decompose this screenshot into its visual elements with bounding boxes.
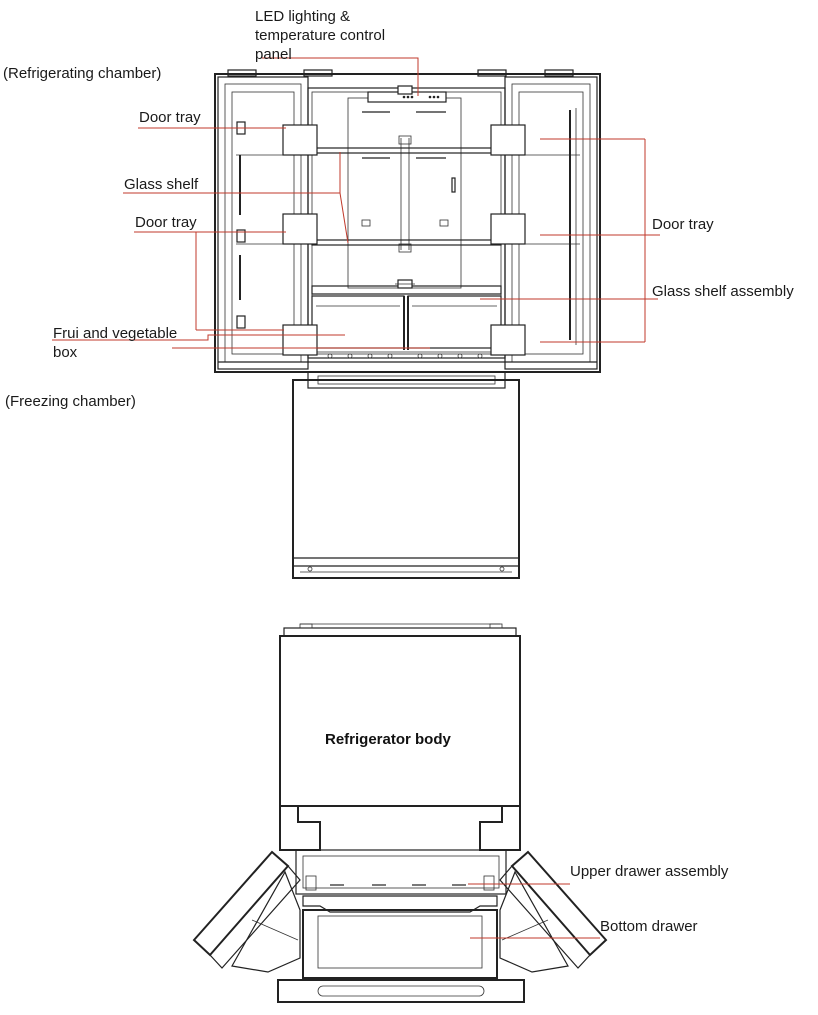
- leader-lines: [52, 57, 660, 939]
- label-refrigerator-body: Refrigerator body: [325, 731, 452, 748]
- label-led-panel-line1: LED lighting &: [255, 8, 350, 25]
- label-glass-shelf-assembly: Glass shelf assembly: [652, 283, 794, 300]
- label-led-panel-line2: temperature control: [255, 27, 385, 44]
- label-door-tray-left-middle: Door tray: [135, 214, 197, 231]
- label-refrigerating-chamber: (Refrigerating chamber): [3, 65, 161, 82]
- label-door-tray-left-top: Door tray: [139, 109, 201, 126]
- label-upper-drawer-assembly: Upper drawer assembly: [570, 863, 729, 880]
- label-fruit-vegetable-box-line2: box: [53, 344, 78, 361]
- label-glass-shelf: Glass shelf: [124, 176, 199, 193]
- label-led-panel-line3: panel: [255, 46, 292, 63]
- refrigerator-front-view: [214, 69, 601, 579]
- label-fruit-vegetable-box-line1: Frui and vegetable: [53, 325, 177, 342]
- label-door-tray-right: Door tray: [652, 216, 714, 233]
- label-freezing-chamber: (Freezing chamber): [5, 393, 136, 410]
- refrigerator-top-view: [192, 623, 608, 1003]
- label-bottom-drawer: Bottom drawer: [600, 918, 698, 935]
